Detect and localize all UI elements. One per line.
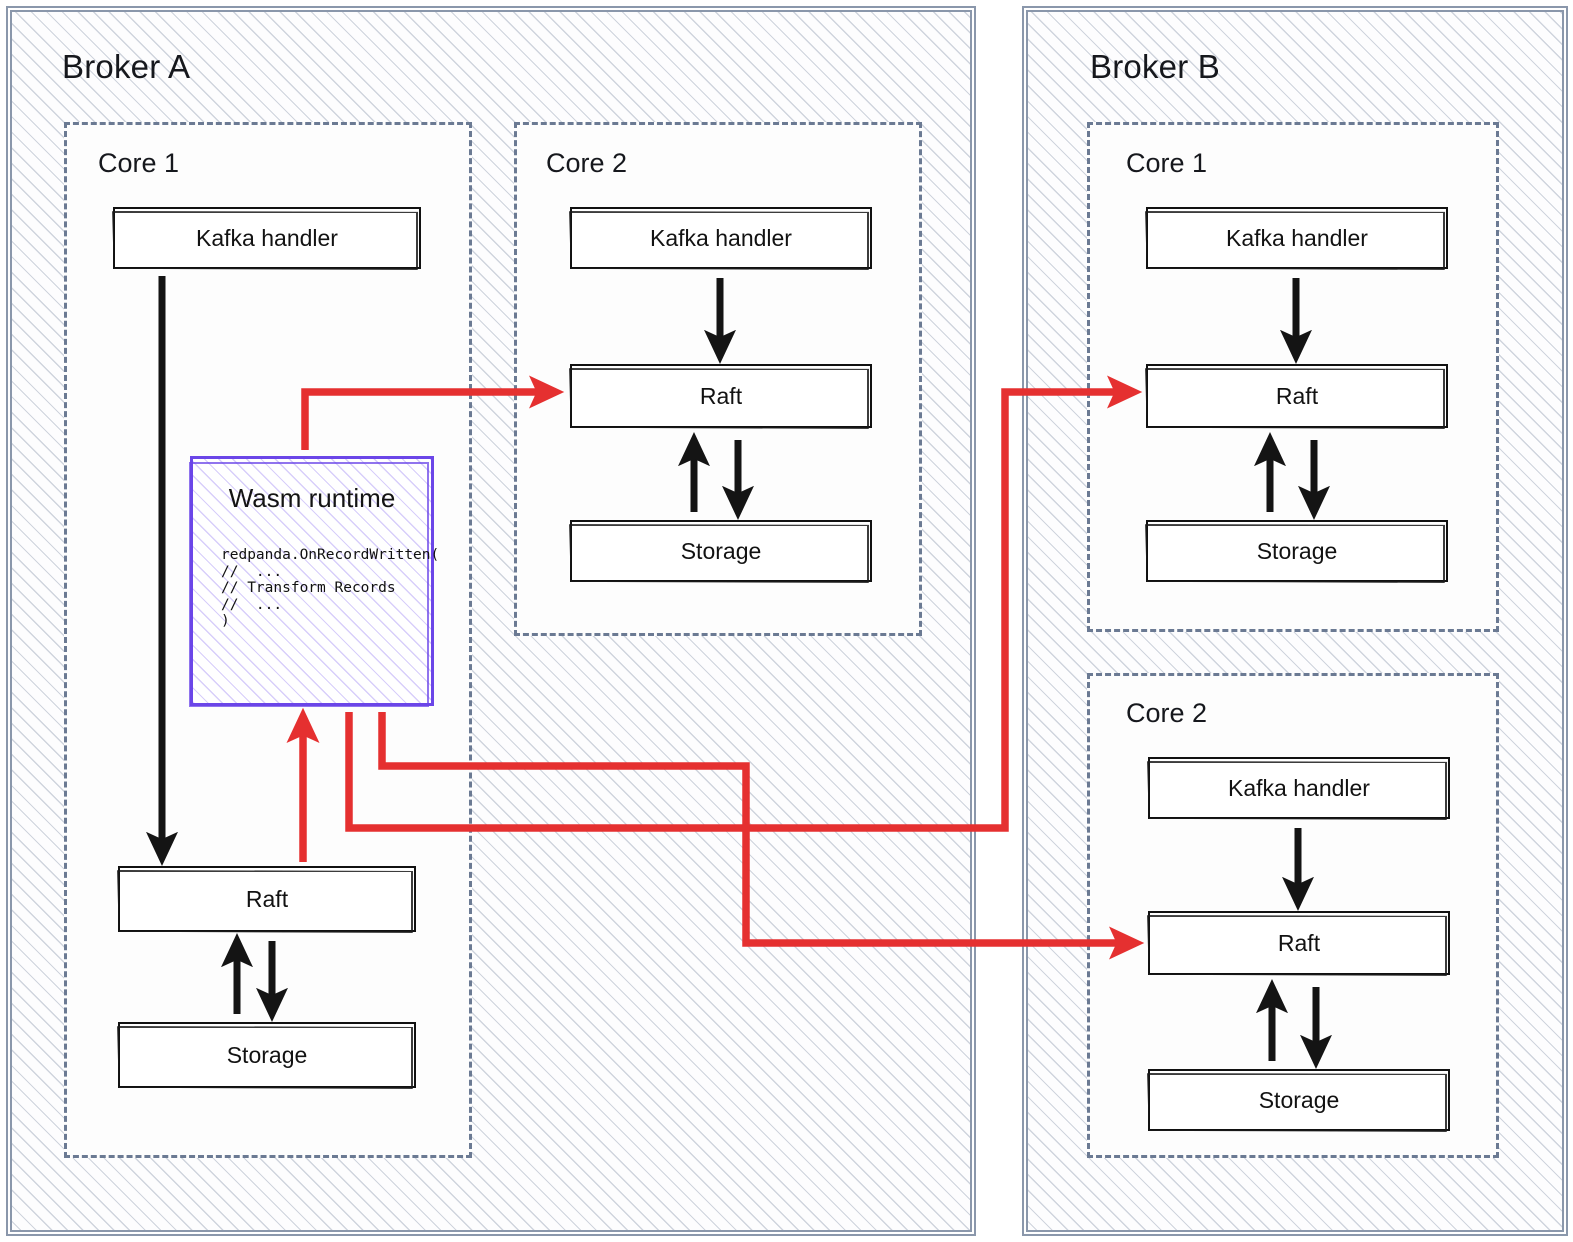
node-b2-storage[interactable]: Storage (1148, 1069, 1450, 1131)
node-label: Kafka handler (1228, 774, 1370, 801)
node-b2-kafka-handler[interactable]: Kafka handler (1148, 757, 1450, 819)
node-a1-kafka-handler[interactable]: Kafka handler (113, 207, 421, 269)
node-b1-storage[interactable]: Storage (1146, 520, 1448, 582)
node-a1-wasm-runtime[interactable]: Wasm runtime redpanda.OnRecordWritten( /… (189, 456, 439, 707)
node-a2-kafka-handler[interactable]: Kafka handler (570, 207, 872, 269)
node-a1-storage[interactable]: Storage (118, 1022, 416, 1088)
node-label: Storage (1256, 537, 1338, 564)
node-a2-raft[interactable]: Raft (570, 364, 872, 428)
node-a1-raft[interactable]: Raft (118, 866, 416, 932)
core-a-core-1-title: Core 1 (98, 148, 180, 178)
node-label: Storage (680, 537, 762, 564)
node-label: Kafka handler (650, 224, 792, 251)
broker-a-title: Broker A (62, 48, 191, 85)
node-label: Kafka handler (1226, 224, 1368, 251)
node-label: Raft (245, 885, 289, 912)
node-label: Raft (699, 382, 743, 409)
broker-b-title: Broker B (1090, 48, 1220, 85)
node-label: Raft (1275, 382, 1319, 409)
core-b-core-2-title: Core 2 (1126, 698, 1208, 728)
node-b2-raft[interactable]: Raft (1148, 911, 1450, 975)
node-label: Kafka handler (196, 224, 338, 251)
node-label: Raft (1277, 929, 1321, 956)
wasm-runtime-code: redpanda.OnRecordWritten( // ... // Tran… (221, 547, 440, 629)
node-b1-raft[interactable]: Raft (1146, 364, 1448, 428)
core-b-core-1-title: Core 1 (1126, 148, 1208, 178)
wasm-runtime-title: Wasm runtime (228, 483, 396, 513)
node-a2-storage[interactable]: Storage (570, 520, 872, 582)
core-a-core-2-title: Core 2 (546, 148, 628, 178)
node-label: Storage (1258, 1086, 1340, 1113)
node-b1-kafka-handler[interactable]: Kafka handler (1146, 207, 1448, 269)
node-label: Storage (226, 1041, 308, 1068)
